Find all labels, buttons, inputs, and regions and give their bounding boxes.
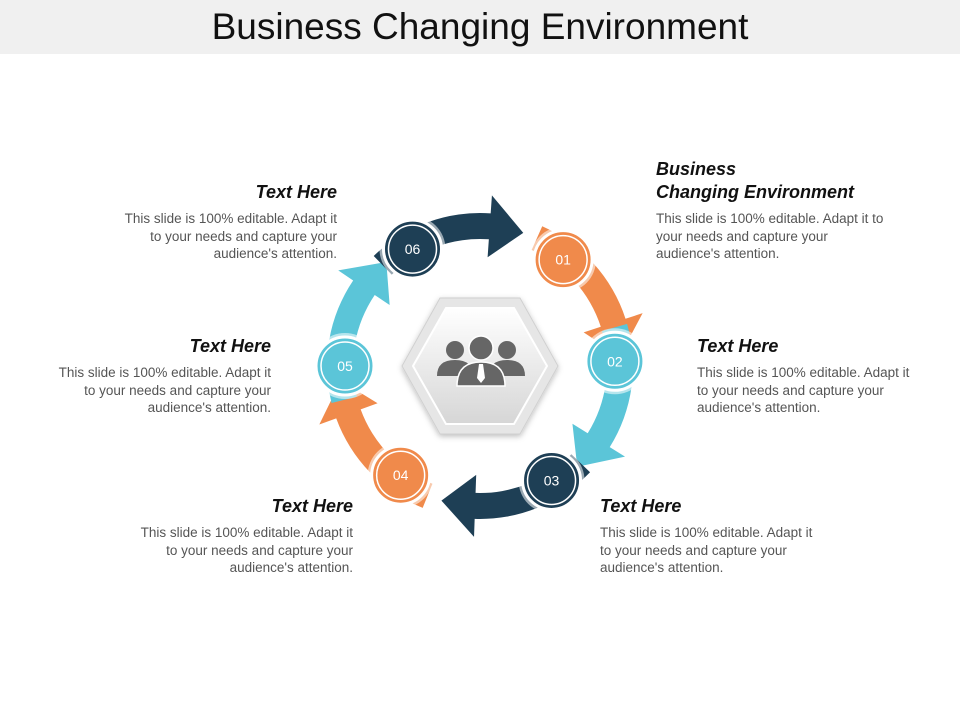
block-body: This slide is 100% editable. Adapt it to…: [140, 525, 353, 575]
title-bar: [0, 0, 960, 54]
step-number: 04: [393, 467, 409, 483]
step-number: 01: [555, 252, 571, 268]
block-body: This slide is 100% editable. Adapt it to…: [124, 211, 337, 261]
step-number: 06: [405, 241, 421, 257]
step-circle-02: 02: [581, 328, 648, 395]
text-block-6: Text Here This slide is 100% editable. A…: [112, 181, 337, 263]
block-body: This slide is 100% editable. Adapt it to…: [58, 365, 271, 415]
text-block-4: Text Here This slide is 100% editable. A…: [128, 495, 353, 577]
step-circle-06: 06: [379, 216, 446, 283]
block-heading: Text Here: [255, 182, 337, 202]
block-heading: Text Here: [189, 336, 271, 356]
text-block-1: Business Changing Environment This slide…: [656, 158, 886, 263]
block-heading: Business Changing Environment: [656, 159, 854, 202]
step-circle-04: 04: [367, 442, 434, 509]
block-body: This slide is 100% editable. Adapt it to…: [697, 365, 910, 415]
page-title: Business Changing Environment: [211, 6, 749, 47]
step-circle-03: 03: [518, 447, 585, 514]
step-number: 03: [544, 472, 560, 488]
block-body: This slide is 100% editable. Adapt it to…: [600, 525, 813, 575]
block-heading: Text Here: [271, 496, 353, 516]
text-block-5: Text Here This slide is 100% editable. A…: [46, 335, 271, 417]
step-circle-05: 05: [312, 333, 378, 399]
text-block-2: Text Here This slide is 100% editable. A…: [697, 335, 922, 417]
block-heading: Text Here: [600, 496, 682, 516]
step-number: 05: [337, 358, 353, 374]
people-group-icon: [437, 335, 525, 387]
block-body: This slide is 100% editable. Adapt it to…: [656, 211, 884, 261]
step-number: 02: [607, 353, 623, 369]
step-circle-01: 01: [530, 226, 597, 293]
text-block-3: Text Here This slide is 100% editable. A…: [600, 495, 825, 577]
block-heading: Text Here: [697, 336, 779, 356]
